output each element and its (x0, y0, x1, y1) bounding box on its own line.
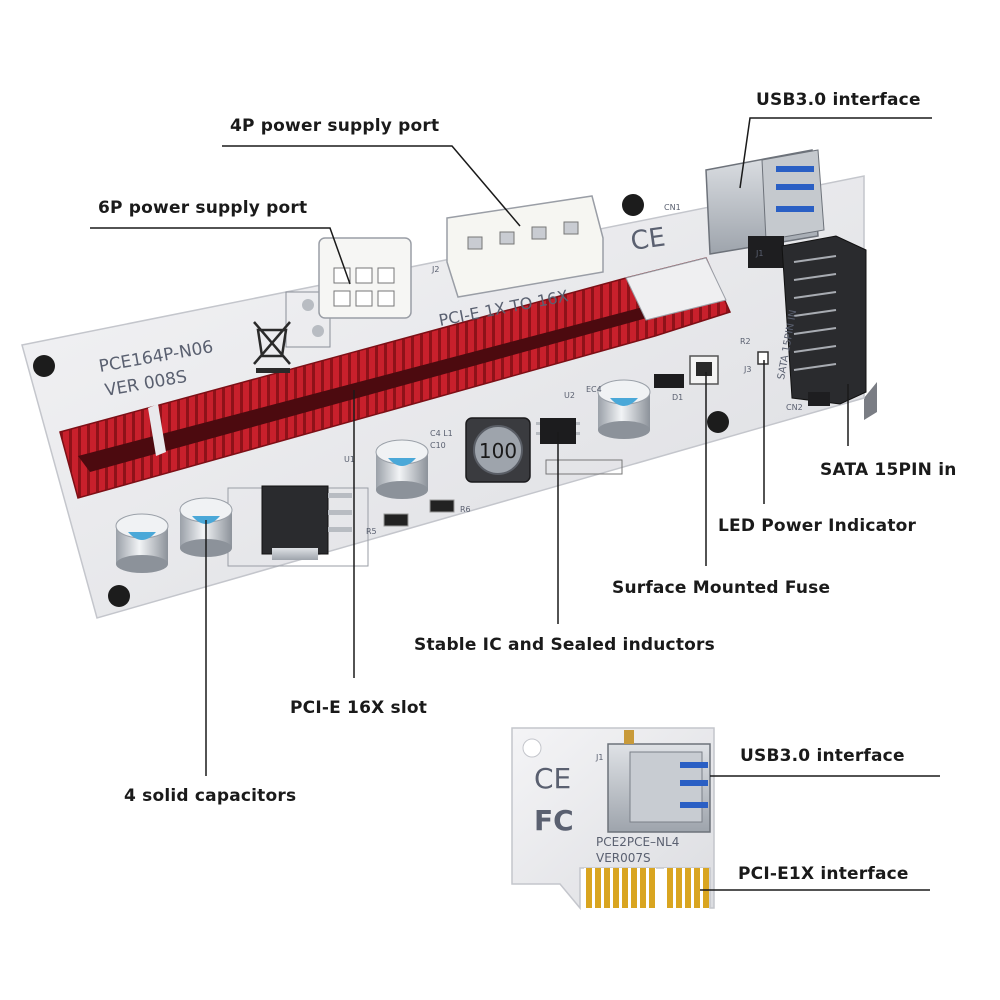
adapter-version: VER007S (596, 851, 651, 865)
label-pcie-16x-slot: PCI-E 16X slot (290, 698, 428, 718)
surface-mounted-fuse (689, 355, 719, 385)
pcie-1x-gold-fingers-left (584, 868, 656, 908)
solid-capacitor-1 (115, 513, 169, 573)
usb3-port-bottom (607, 730, 711, 833)
led-power-indicator (757, 351, 769, 365)
label-6p-power-port: 6P power supply port (98, 198, 308, 218)
mounting-hole (33, 355, 55, 377)
silk-u1: U1 (344, 455, 355, 464)
mounting-hole (707, 411, 729, 433)
inductor-value: 100 (479, 439, 517, 463)
label-usb3-interface-top: USB3.0 interface (756, 90, 921, 110)
label-pcie-1x-interface: PCI-E1X interface (738, 864, 909, 884)
adapter-silk-j1: J1 (595, 753, 603, 762)
silk-u2: U2 (564, 391, 575, 400)
silk-j3: J3 (743, 365, 751, 374)
silk-c4l1: C4 L1 (430, 429, 453, 438)
adapter-model: PCE2PCE–NL4 (596, 835, 679, 849)
label-surface-mounted-fuse: Surface Mounted Fuse (612, 578, 831, 598)
ic-chip (536, 418, 623, 475)
silk-cn1: CN1 (664, 203, 681, 212)
sata-connector (748, 235, 867, 406)
mounting-hole (622, 194, 644, 216)
adapter-hole (522, 738, 542, 758)
usb3-port-top (705, 149, 825, 255)
label-stable-ic-inductors: Stable IC and Sealed inductors (414, 635, 715, 655)
mounting-hole (108, 585, 130, 607)
leader-6p (90, 227, 351, 285)
label-sata-15pin: SATA 15PIN in (820, 460, 957, 480)
pcie-16x-slot (59, 257, 732, 499)
leader-usb-top (739, 117, 932, 189)
silk-c10: C10 (430, 441, 446, 450)
silk-r5: R5 (366, 527, 377, 536)
pcb-shadow (864, 382, 877, 420)
adapter-ce-mark: CE (534, 762, 571, 795)
silk-d1: D1 (672, 393, 683, 402)
silk-j2: J2 (431, 265, 439, 274)
6p-power-connector (285, 237, 412, 348)
pcie-1x-gold-fingers-right (664, 868, 709, 908)
weee-bin-icon (253, 321, 291, 373)
label-usb3-interface-bottom: USB3.0 interface (740, 746, 905, 766)
resistor-r5 (383, 513, 409, 527)
solid-capacitor-4 (597, 379, 651, 439)
silk-cn2: CN2 (786, 403, 803, 412)
4p-power-connector (446, 195, 604, 298)
pcie-1x-adapter: CE FC J1 PCE2PCE–NL4 VER007S (511, 727, 715, 911)
label-4p-power-port: 4P power supply port (230, 116, 440, 136)
ce-mark: CE (629, 222, 667, 257)
diode-d1 (654, 374, 684, 388)
riser-board: 100 (21, 149, 877, 619)
resistor-r6 (429, 499, 455, 513)
silk-r2: R2 (740, 337, 751, 346)
sealed-inductor: 100 (465, 417, 531, 483)
label-led-power-indicator: LED Power Indicator (718, 516, 917, 536)
leader-4p (222, 145, 521, 227)
solid-capacitor-3 (375, 439, 429, 499)
silk-r6: R6 (460, 505, 471, 514)
label-4-solid-capacitors: 4 solid capacitors (124, 786, 297, 806)
leader-lines (90, 117, 940, 891)
silk-ec4: EC4 (586, 385, 602, 394)
silk-j1: J1 (755, 249, 763, 258)
adapter-fc-mark: FC (534, 804, 574, 837)
